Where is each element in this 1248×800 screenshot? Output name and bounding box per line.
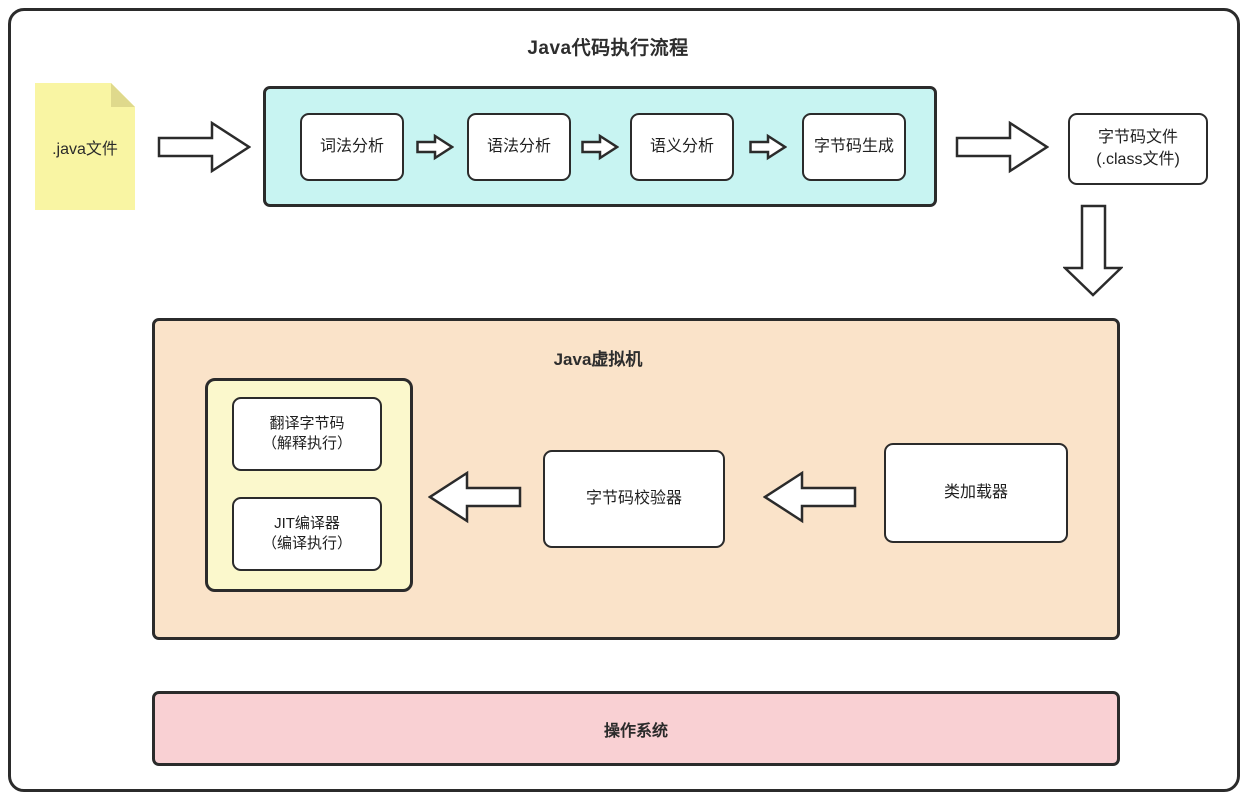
- jvm-title: Java虚拟机: [553, 350, 643, 369]
- stage-arrow-icon: [416, 133, 454, 161]
- java-file-note: .java文件: [35, 83, 135, 210]
- bytecode-verifier-label: 字节码校验器: [585, 490, 682, 508]
- diagram-title: Java代码执行流程: [527, 38, 689, 59]
- bytecode-file-node: 字节码文件 (.class文件): [1068, 113, 1208, 185]
- class-loader-label: 类加载器: [943, 484, 1008, 502]
- interpreter-line1: 翻译字节码: [269, 414, 345, 432]
- stage-semantic-analysis: 语义分析: [630, 113, 734, 181]
- loader-to-verifier-arrow-icon: [763, 470, 857, 524]
- interpreter-node: 翻译字节码 （解释执行）: [232, 397, 382, 471]
- jit-line2: （编译执行）: [261, 535, 352, 552]
- pipeline-to-classfile-arrow-icon: [955, 120, 1049, 174]
- stage-lexical-analysis: 词法分析: [300, 113, 404, 181]
- interpreter-line2: （解释执行）: [261, 435, 352, 452]
- os-label: 操作系统: [603, 722, 668, 740]
- jit-compiler-node: JIT编译器 （编译执行）: [232, 497, 382, 571]
- java-file-label: .java文件: [52, 140, 118, 158]
- os-bar: 操作系统: [152, 691, 1120, 766]
- stage-label: 词法分析: [319, 138, 384, 156]
- classfile-to-jvm-arrow-icon: [1063, 204, 1123, 297]
- bytecode-file-line2: (.class文件): [1096, 151, 1180, 168]
- jit-line1: JIT编译器: [274, 514, 340, 532]
- class-loader-node: 类加载器: [884, 443, 1068, 543]
- stage-syntax-analysis: 语法分析: [467, 113, 571, 181]
- stage-arrow-icon: [749, 133, 787, 161]
- verifier-to-engine-arrow-icon: [428, 470, 522, 524]
- file-to-pipeline-arrow-icon: [157, 120, 251, 174]
- bytecode-file-line1: 字节码文件: [1097, 129, 1178, 147]
- stage-arrow-icon: [581, 133, 619, 161]
- stage-label: 语义分析: [649, 138, 714, 156]
- stage-label: 语法分析: [486, 138, 551, 156]
- stage-bytecode-generation: 字节码生成: [802, 113, 906, 181]
- bytecode-verifier-node: 字节码校验器: [543, 450, 725, 548]
- stage-label: 字节码生成: [813, 138, 894, 156]
